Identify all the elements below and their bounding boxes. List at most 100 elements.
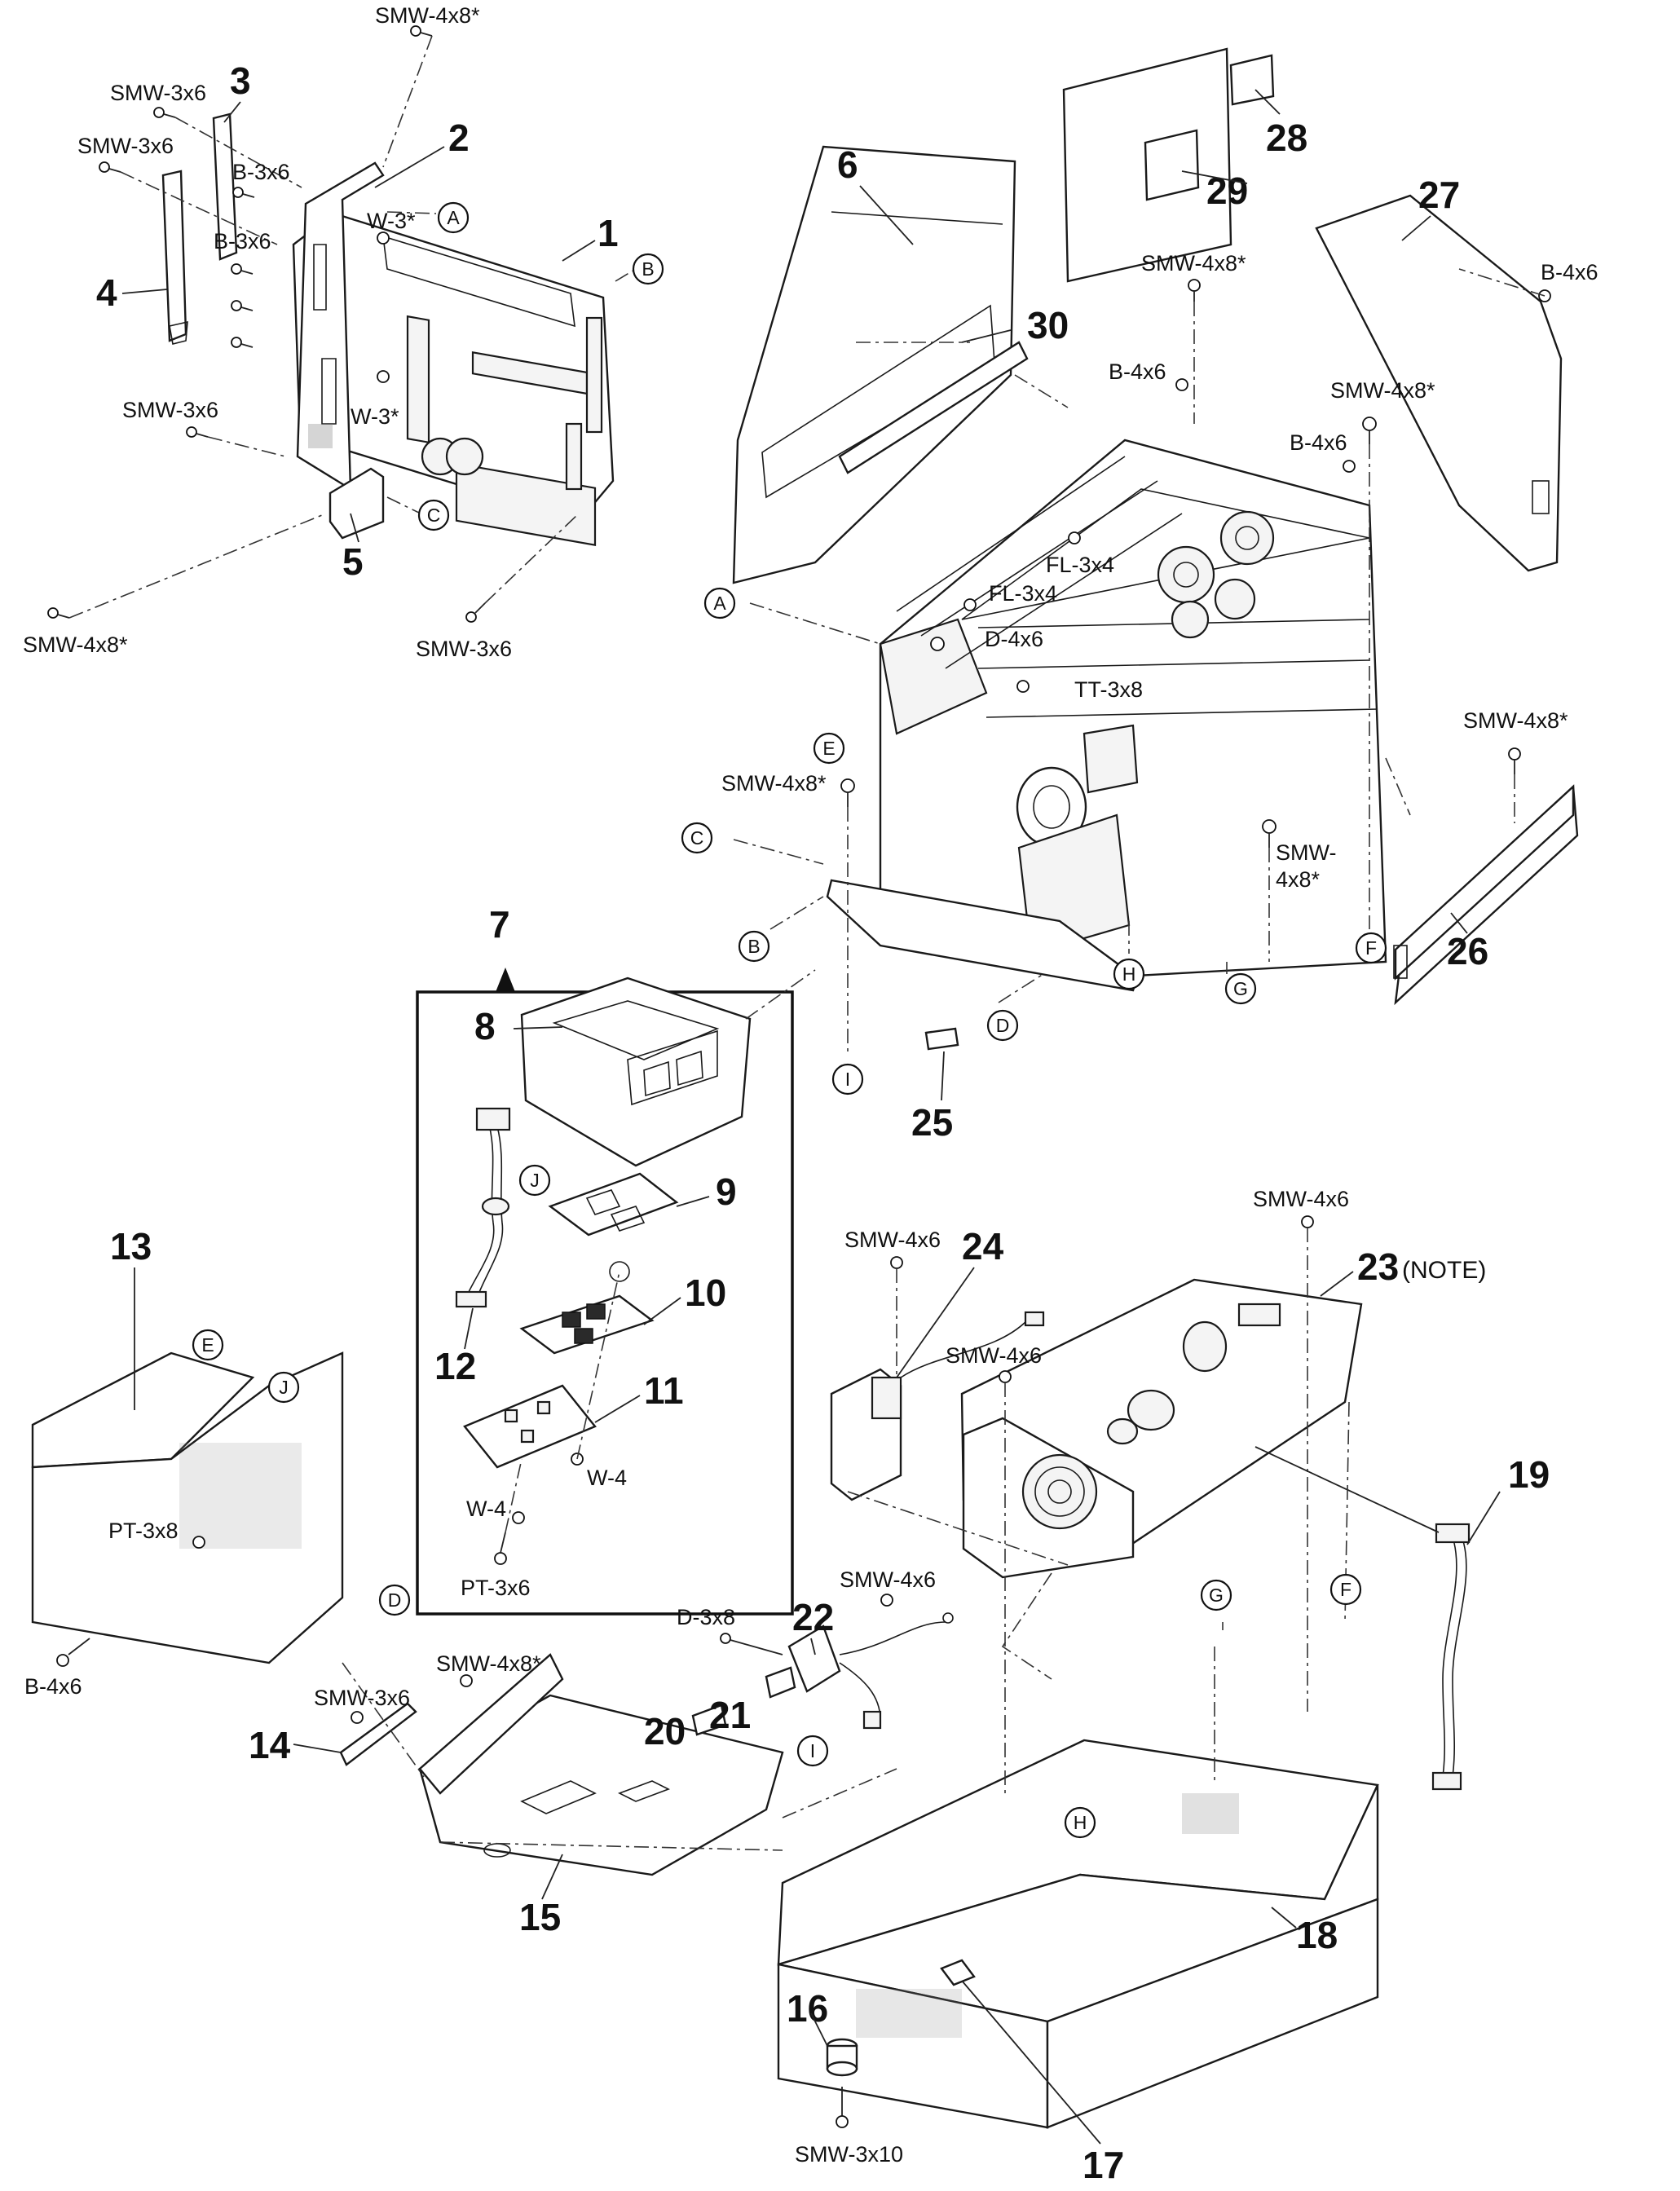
connector-d-cover: D xyxy=(378,1584,411,1616)
label-part-23-note: (NOTE) xyxy=(1402,1257,1486,1284)
connector-f-mech: F xyxy=(1355,932,1387,964)
svg-text:B-3x6: B-3x6 xyxy=(232,160,290,184)
svg-text:H: H xyxy=(1074,1812,1087,1833)
svg-text:PT-3x8: PT-3x8 xyxy=(108,1519,179,1543)
svg-text:SMW-4x8*: SMW-4x8* xyxy=(1463,708,1568,733)
label-part-26: 26 xyxy=(1447,930,1488,972)
svg-text:C: C xyxy=(427,505,441,526)
part-12-cable xyxy=(468,1124,495,1293)
part-8-panel-cover xyxy=(520,976,752,1167)
label-part-13: 13 xyxy=(110,1225,152,1267)
connector-i-mech: I xyxy=(831,1063,864,1096)
label-part-8: 8 xyxy=(474,1005,496,1047)
label-part-7: 7 xyxy=(489,903,510,946)
svg-text:SMW-4x6: SMW-4x6 xyxy=(1253,1187,1349,1211)
label-part-30: 30 xyxy=(1027,304,1069,346)
svg-text:D-3x8: D-3x8 xyxy=(677,1605,735,1629)
label-part-21: 21 xyxy=(709,1694,751,1736)
part-20-label xyxy=(691,1704,727,1736)
part-28-label xyxy=(1229,54,1275,106)
label-part-6: 6 xyxy=(837,143,858,186)
svg-text:J: J xyxy=(279,1377,289,1398)
svg-text:F: F xyxy=(1365,937,1377,959)
svg-text:E: E xyxy=(822,738,835,759)
connector-a-mech: A xyxy=(703,587,736,619)
label-part-3: 3 xyxy=(230,60,251,102)
svg-text:SMW-4x8*: SMW-4x8* xyxy=(436,1651,541,1676)
svg-text:SMW-4x6: SMW-4x6 xyxy=(946,1343,1042,1368)
svg-text:D: D xyxy=(388,1589,402,1611)
svg-text:SMW-3x6: SMW-3x6 xyxy=(110,81,206,105)
main-board-assembly xyxy=(47,25,637,623)
svg-text:I: I xyxy=(845,1069,850,1090)
label-part-20: 20 xyxy=(644,1710,686,1752)
part-27-top-cover xyxy=(1315,194,1563,572)
svg-text:TT-3x8: TT-3x8 xyxy=(1074,677,1143,702)
connector-g-base: G xyxy=(1200,1579,1232,1611)
printer-base-plate xyxy=(826,879,1139,992)
svg-text:D: D xyxy=(996,1015,1010,1036)
part-19-cable xyxy=(1442,1532,1457,1778)
part-9-sheet xyxy=(548,1172,679,1237)
label-part-5: 5 xyxy=(342,540,364,583)
svg-text:W-3*: W-3* xyxy=(367,209,416,233)
connector-j-cover: J xyxy=(267,1371,300,1404)
svg-text:W-3*: W-3* xyxy=(351,404,399,429)
svg-text:SMW-3x6: SMW-3x6 xyxy=(314,1686,410,1710)
part-30-bracket xyxy=(838,341,1029,474)
label-part-25: 25 xyxy=(911,1101,953,1144)
label-part-27: 27 xyxy=(1418,174,1460,216)
svg-text:W-4: W-4 xyxy=(587,1466,627,1490)
svg-text:B-4x6: B-4x6 xyxy=(1541,260,1598,284)
connector-j-panel: J xyxy=(518,1164,551,1197)
svg-text:F: F xyxy=(1340,1579,1351,1600)
part-7-panel-assembly xyxy=(416,968,816,1616)
svg-text:A: A xyxy=(713,593,726,614)
svg-text:SMW-4x6: SMW-4x6 xyxy=(840,1567,936,1592)
svg-text:SMW-3x10: SMW-3x10 xyxy=(795,2142,903,2167)
label-part-9: 9 xyxy=(716,1170,737,1213)
label-part-22: 22 xyxy=(792,1596,834,1638)
label-part-11: 11 xyxy=(644,1369,684,1412)
connector-d-mech: D xyxy=(986,1009,1019,1042)
part-number-labels: 1 2 3 4 5 6 7 8 9 10 11 12 13 14 15 16 1… xyxy=(96,60,1550,2186)
connector-i-base: I xyxy=(796,1735,829,1767)
svg-text:B-3x6: B-3x6 xyxy=(214,229,271,253)
svg-text:G: G xyxy=(1209,1585,1224,1606)
screw-set-mechanism xyxy=(840,279,1551,848)
svg-text:B: B xyxy=(747,936,760,957)
svg-text:SMW-4x8*: SMW-4x8* xyxy=(23,633,128,657)
connector-f-base: F xyxy=(1329,1573,1362,1606)
part-22-connector xyxy=(787,1625,841,1693)
connector-c-mech: C xyxy=(681,822,713,854)
svg-text:I: I xyxy=(810,1740,815,1761)
part-5-bracket xyxy=(329,467,385,540)
svg-text:W-4: W-4 xyxy=(466,1497,506,1521)
label-part-2: 2 xyxy=(448,117,470,159)
svg-text:E: E xyxy=(201,1334,214,1356)
label-part-29: 29 xyxy=(1206,170,1248,212)
svg-text:SMW-3x6: SMW-3x6 xyxy=(122,398,218,422)
svg-text:SMW-4x6: SMW-4x6 xyxy=(844,1228,941,1252)
svg-text:C: C xyxy=(690,827,704,849)
connector-e-cover: E xyxy=(192,1329,224,1361)
screw-set-top-left xyxy=(47,25,486,623)
connector-g-mech: G xyxy=(1224,972,1257,1005)
label-part-18: 18 xyxy=(1296,1914,1338,1956)
label-part-4: 4 xyxy=(96,271,117,314)
part-14-bracket xyxy=(339,1702,417,1766)
part-21-label xyxy=(765,1666,796,1699)
svg-text:SMW-4x8*: SMW-4x8* xyxy=(721,771,827,796)
label-part-23: 23 xyxy=(1357,1245,1399,1288)
svg-text:A: A xyxy=(447,207,460,228)
svg-text:H: H xyxy=(1122,963,1136,985)
part-17-tab xyxy=(940,1959,976,1986)
connector-c-top: C xyxy=(417,499,450,531)
part-11-switch-board xyxy=(463,1384,597,1469)
connector-h-mech: H xyxy=(1113,958,1145,990)
svg-text:SMW-: SMW- xyxy=(1276,840,1337,865)
connector-h-base: H xyxy=(1064,1806,1096,1839)
svg-text:G: G xyxy=(1233,978,1248,999)
svg-text:B-4x6: B-4x6 xyxy=(1290,430,1347,455)
part-6-side-cover xyxy=(732,145,1016,584)
